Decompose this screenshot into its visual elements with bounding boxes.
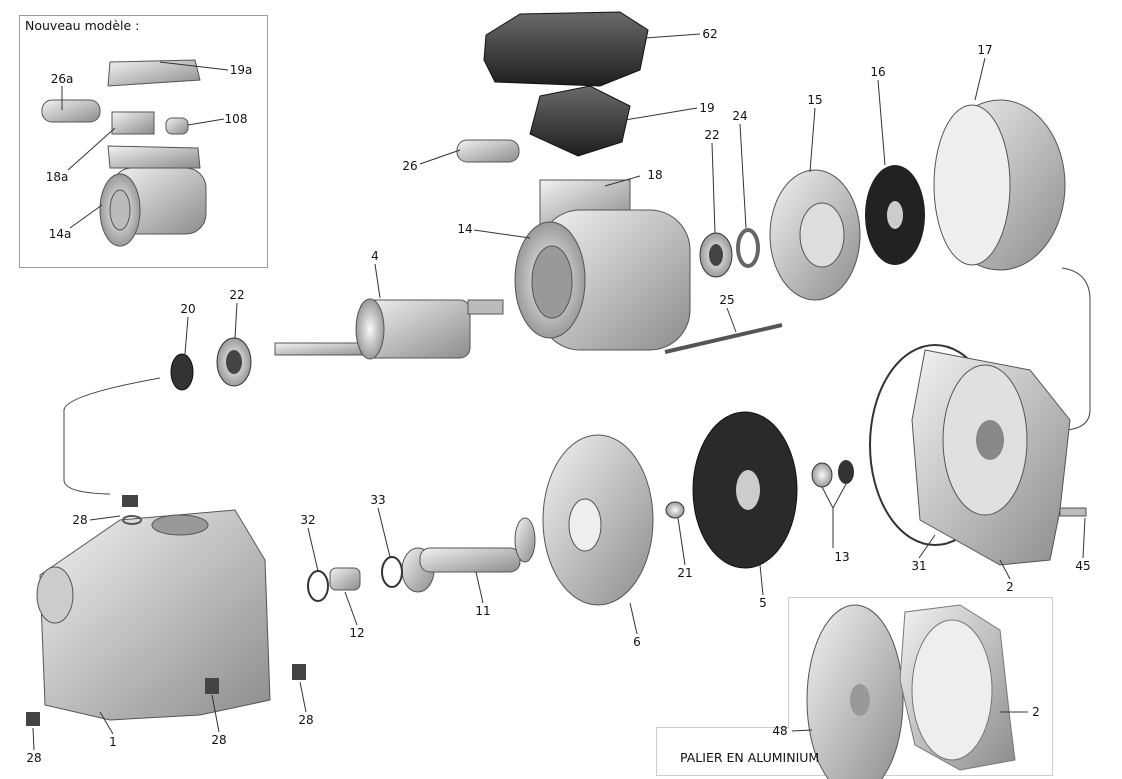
inset-new-model-frame — [19, 15, 268, 268]
part-label-11: 11 — [475, 604, 491, 618]
part-label-33: 33 — [370, 493, 386, 507]
part-label-14a: 14a — [48, 227, 72, 241]
part-label-108: 108 — [224, 112, 248, 126]
part-label-25: 25 — [719, 293, 735, 307]
leader-lines — [32, 33, 1086, 751]
part-label-28-bottom-left: 28 — [26, 751, 42, 765]
part-label-24: 24 — [732, 109, 748, 123]
part-label-17: 17 — [977, 43, 993, 57]
part-label-28-right: 28 — [298, 713, 314, 727]
part-label-20: 20 — [180, 302, 196, 316]
part-label-28-top: 28 — [72, 513, 88, 527]
part-label-2-aluminium: 2 — [1032, 705, 1040, 719]
part-label-16: 16 — [870, 65, 886, 79]
part-label-62: 62 — [702, 27, 718, 41]
part-label-26: 26 — [402, 159, 418, 173]
part-label-2: 2 — [1006, 580, 1014, 594]
part-label-19a: 19a — [229, 63, 253, 77]
connection-line — [63, 377, 161, 495]
part-label-14: 14 — [457, 222, 473, 236]
part-label-48: 48 — [772, 724, 788, 738]
part-label-6: 6 — [633, 635, 641, 649]
part-label-22: 22 — [704, 128, 720, 142]
part-label-1: 1 — [109, 735, 117, 749]
part-label-45: 45 — [1075, 559, 1091, 573]
part-label-22-left: 22 — [229, 288, 245, 302]
part-label-19: 19 — [699, 101, 715, 115]
inset-aluminium-caption: PALIER EN ALUMINIUM — [680, 750, 820, 765]
part-label-18: 18 — [647, 168, 663, 182]
part-label-21: 21 — [677, 566, 693, 580]
part-label-18a: 18a — [45, 170, 69, 184]
inset-aluminium-frame — [656, 597, 1053, 776]
part-label-4: 4 — [371, 249, 379, 263]
part-label-31: 31 — [911, 559, 927, 573]
part-label-26a: 26a — [50, 72, 74, 86]
part-label-13: 13 — [834, 550, 850, 564]
connection-line — [1061, 267, 1091, 431]
part-label-28-bottom: 28 — [211, 733, 227, 747]
inset-parts — [41, 59, 207, 247]
inset-new-model-title: Nouveau modèle : — [25, 18, 140, 33]
part-label-15: 15 — [807, 93, 823, 107]
part-label-12: 12 — [349, 626, 365, 640]
part-label-32: 32 — [300, 513, 316, 527]
part-label-5: 5 — [759, 596, 767, 610]
parts-drawing — [26, 11, 1087, 779]
